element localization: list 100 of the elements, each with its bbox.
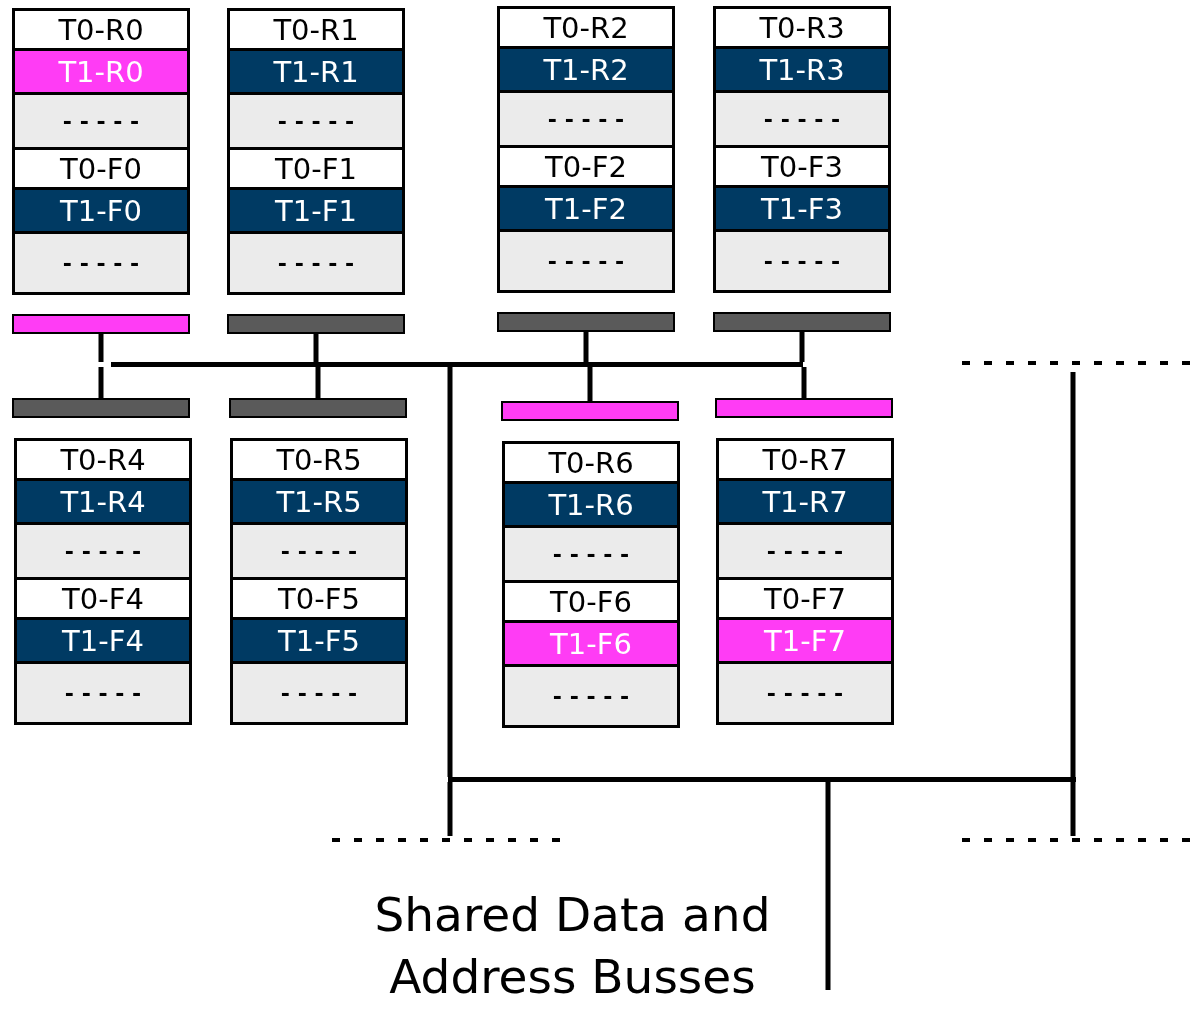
empty-register-cell xyxy=(505,528,677,583)
ellipsis-dashes: - - - - - xyxy=(763,106,841,132)
bus-connection xyxy=(801,367,807,398)
register-cell xyxy=(17,620,189,664)
register-label: T0-F3 xyxy=(761,149,843,184)
empty-register-cell xyxy=(500,93,672,148)
register-cell xyxy=(233,620,405,664)
register-cell xyxy=(716,188,888,232)
register-cell xyxy=(15,190,187,234)
register-label: T1-F0 xyxy=(60,193,142,228)
port-bar xyxy=(12,398,190,418)
empty-register-cell xyxy=(17,525,189,580)
register-label: T0-F0 xyxy=(60,151,142,186)
register-label: T1-F1 xyxy=(275,193,357,228)
register-label: T1-R7 xyxy=(762,484,848,519)
empty-register-cell xyxy=(719,525,891,580)
ellipsis-dashes: - - - - - xyxy=(277,250,355,276)
bus-caption: Shared Data and Address Busses xyxy=(373,886,772,1006)
empty-register-cell xyxy=(716,232,888,290)
register-label: T1-F7 xyxy=(764,623,846,658)
register-label: T0-F7 xyxy=(764,581,846,616)
register-label: T1-F6 xyxy=(550,626,632,661)
register-cell xyxy=(233,481,405,525)
bus-connection xyxy=(98,367,104,398)
empty-register-cell xyxy=(17,664,189,722)
empty-register-cell xyxy=(15,234,187,292)
register-file-box xyxy=(497,6,675,293)
register-label: T0-R2 xyxy=(543,10,629,45)
ellipsis-dashes: - - - - - xyxy=(64,680,142,706)
register-label: T1-R6 xyxy=(548,487,634,522)
register-cell xyxy=(719,481,891,525)
port-bar xyxy=(715,398,893,418)
empty-register-cell xyxy=(15,95,187,150)
register-label: T0-F5 xyxy=(278,581,360,616)
register-cell xyxy=(17,481,189,525)
register-label: T0-F2 xyxy=(545,149,627,184)
port-bar xyxy=(501,401,679,421)
register-cell xyxy=(230,51,402,95)
ellipsis-dashes: - - - - - xyxy=(62,108,140,134)
register-label: T1-F5 xyxy=(278,623,360,658)
register-label: T0-R7 xyxy=(762,442,848,477)
register-file-box xyxy=(502,441,680,728)
register-cell xyxy=(719,620,891,664)
port-bar xyxy=(229,398,407,418)
register-cell xyxy=(500,188,672,232)
register-label: T0-R3 xyxy=(759,10,845,45)
register-cell xyxy=(505,623,677,667)
register-label: T0-F4 xyxy=(62,581,144,616)
empty-register-cell xyxy=(233,525,405,580)
register-file-box xyxy=(12,8,190,295)
register-cell xyxy=(716,49,888,93)
ellipsis-dashes: - - - - - xyxy=(547,248,625,274)
bus-connection xyxy=(587,367,593,401)
ellipsis-dashes: - - - - - xyxy=(552,541,630,567)
register-label: T1-R0 xyxy=(58,54,144,89)
bus-connection xyxy=(98,334,104,362)
port-bar xyxy=(497,312,675,332)
port-bar xyxy=(713,312,891,332)
register-file-box xyxy=(14,438,192,725)
register-label: T1-R4 xyxy=(60,484,146,519)
register-file-box xyxy=(713,6,891,293)
register-label: T0-R4 xyxy=(60,442,146,477)
empty-register-cell xyxy=(716,93,888,148)
port-bar xyxy=(227,314,405,334)
bus-connection xyxy=(315,367,321,398)
register-label: T1-F3 xyxy=(761,191,843,226)
ellipsis-dashes: - - - - - xyxy=(277,108,355,134)
ellipsis-dashes: - - - - - xyxy=(64,538,142,564)
register-label: T1-F2 xyxy=(545,191,627,226)
register-cell xyxy=(230,190,402,234)
empty-register-cell xyxy=(230,95,402,150)
register-file-box xyxy=(230,438,408,725)
ellipsis-dashes: - - - - - xyxy=(62,250,140,276)
register-cell xyxy=(500,49,672,93)
bus-connection xyxy=(447,367,453,777)
empty-register-cell xyxy=(719,664,891,722)
ellipsis-dashes: - - - - - xyxy=(763,248,841,274)
register-file-box xyxy=(227,8,405,295)
register-label: T1-R3 xyxy=(759,52,845,87)
ellipsis-dashes: - - - - - xyxy=(280,538,358,564)
ellipsis-dashes: - - - - - xyxy=(766,538,844,564)
register-file-box xyxy=(716,438,894,725)
register-label: T1-R1 xyxy=(273,54,359,89)
empty-register-cell xyxy=(233,664,405,722)
empty-register-cell xyxy=(505,667,677,725)
bus-connection xyxy=(583,332,589,362)
ellipsis-dashes: - - - - - xyxy=(280,680,358,706)
ellipsis-dashes: - - - - - xyxy=(766,680,844,706)
register-label: T0-R1 xyxy=(273,12,359,47)
empty-register-cell xyxy=(500,232,672,290)
register-label: T1-F4 xyxy=(62,623,144,658)
register-label: T0-F1 xyxy=(275,151,357,186)
bus-connection xyxy=(313,334,319,362)
empty-register-cell xyxy=(230,234,402,292)
ellipsis-dashes: - - - - - xyxy=(552,683,630,709)
register-label: T0-R0 xyxy=(58,12,144,47)
bus-connection xyxy=(799,332,805,362)
register-label: T1-R2 xyxy=(543,52,629,87)
register-cell xyxy=(15,51,187,95)
ellipsis-dashes: - - - - - xyxy=(547,106,625,132)
